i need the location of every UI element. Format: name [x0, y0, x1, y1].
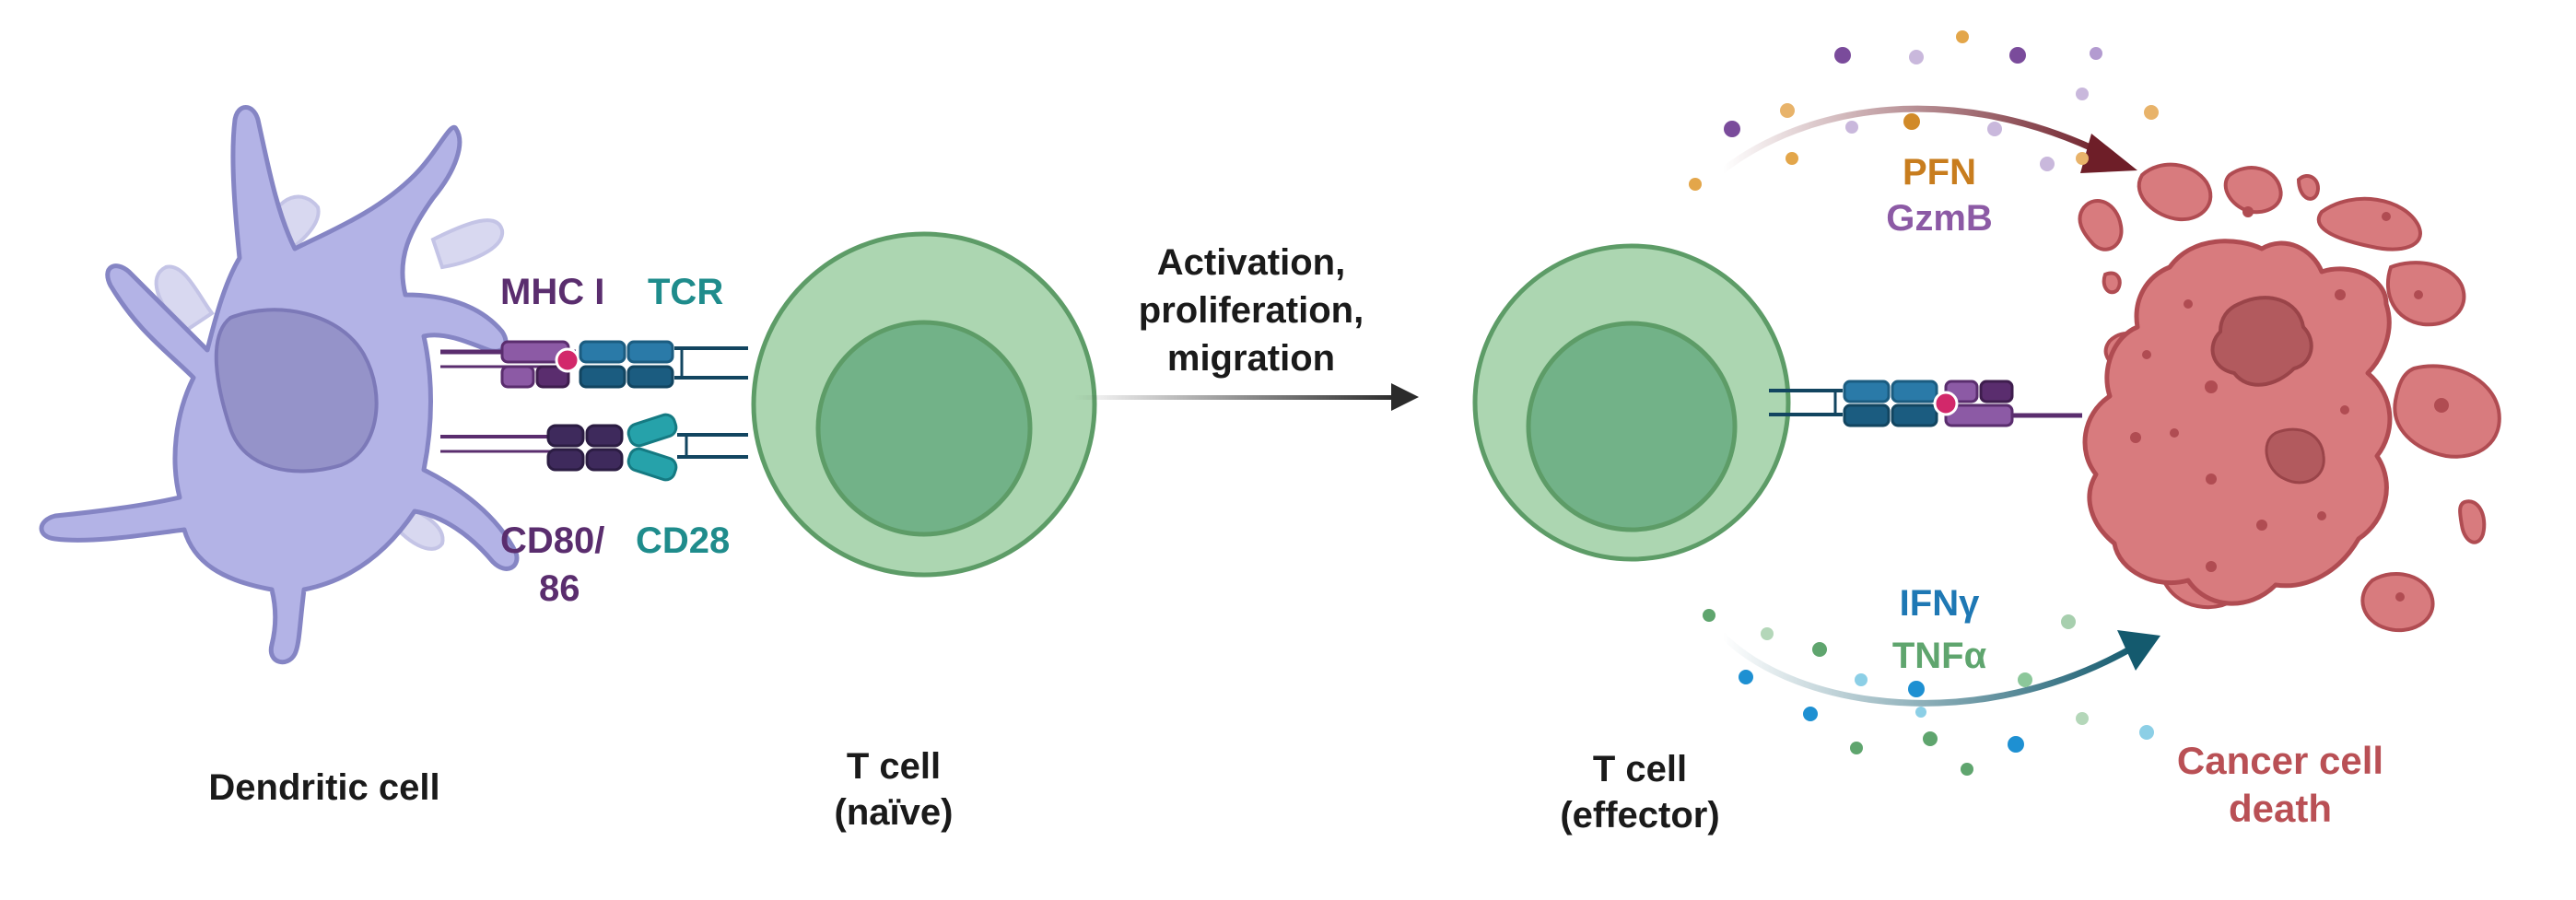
- pfn-label: PFN: [1903, 152, 1976, 193]
- cytokine-release-arrow: [1719, 630, 2160, 707]
- activation-arrow: [1073, 383, 1419, 411]
- naive-t-cell-label-line1: T cell: [847, 746, 941, 787]
- cd86-label: 86: [539, 568, 580, 609]
- cd80-label: CD80/: [500, 520, 604, 561]
- gzmb-label: GzmB: [1886, 198, 1993, 239]
- naive-t-cell-label-line2: (naïve): [835, 792, 954, 833]
- dendritic-cell-label: Dendritic cell: [208, 767, 439, 808]
- cytotoxic-release-arrow: [1719, 105, 2137, 174]
- cd80-cd28-complex: [440, 413, 748, 482]
- effector-t-cell-label-line2: (effector): [1560, 795, 1719, 836]
- activation-label-line3: migration: [1167, 338, 1335, 379]
- ifng-label: IFNγ: [1900, 583, 1980, 624]
- cancer-cell-death-label-line1: Cancer cell: [2177, 739, 2383, 782]
- mhc-label: MHC I: [500, 272, 604, 312]
- cancer-cell-death-label-line2: death: [2229, 787, 2332, 830]
- mhc-tcr-complex: [440, 340, 748, 389]
- tnfa-label: TNFα: [1892, 636, 1987, 676]
- t-cell-icon: [1472, 243, 1791, 562]
- dendritic-cell-icon: [39, 105, 520, 665]
- cancer-cell-icon: [2078, 162, 2501, 633]
- effector-t-cell-label-line1: T cell: [1593, 749, 1687, 789]
- cd28-label: CD28: [636, 520, 730, 561]
- t-cell-icon: [751, 231, 1097, 578]
- activation-label-line1: Activation,: [1157, 242, 1345, 283]
- ifng-tnfa-particles: [1703, 609, 2154, 776]
- tcr-label: TCR: [648, 272, 723, 312]
- activation-label-line2: proliferation,: [1139, 290, 1364, 331]
- pfn-gzmb-particles: [1689, 30, 2159, 191]
- tcr-mhc-complex-effector: [1769, 380, 2082, 427]
